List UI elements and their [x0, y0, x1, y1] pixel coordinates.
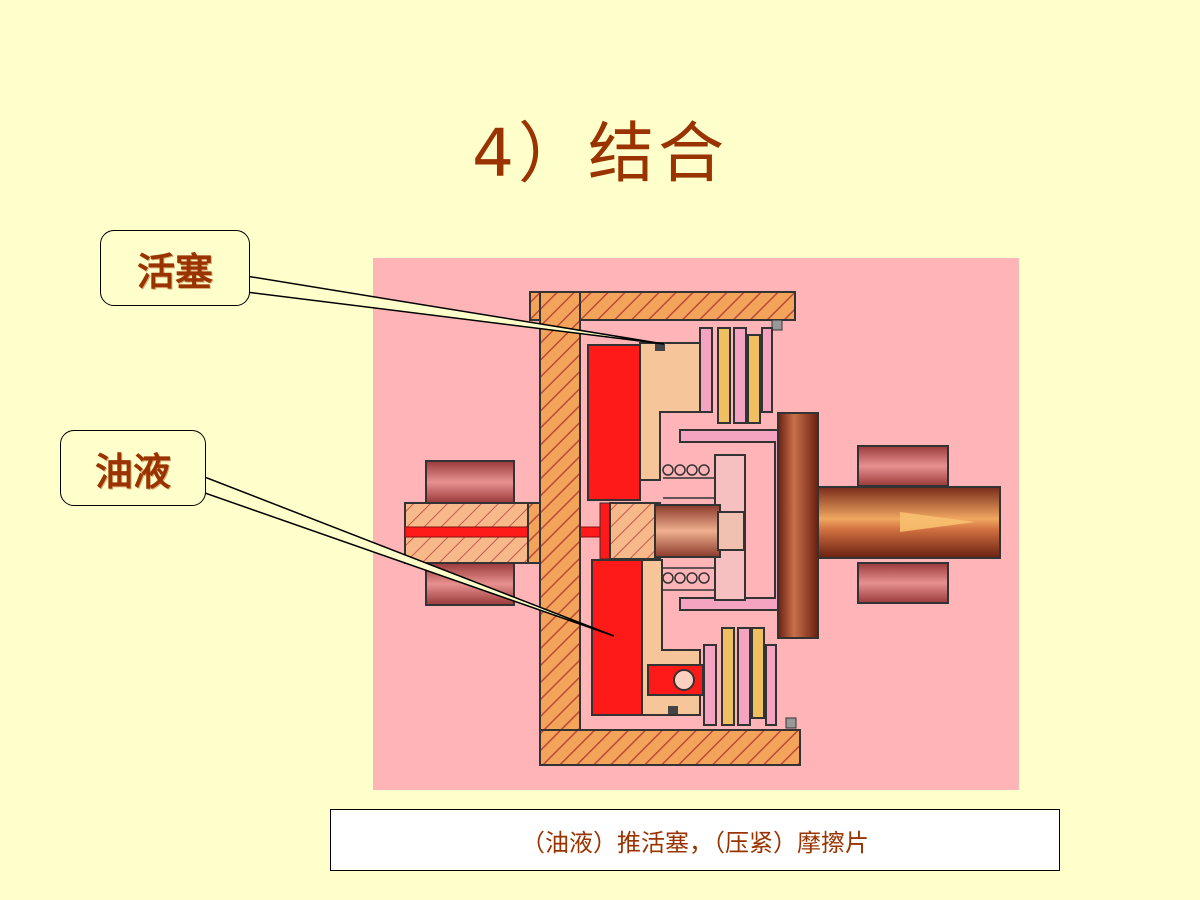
caption-box: （油液）推活塞，（压紧）摩擦片 — [330, 809, 1060, 871]
piston-label: 活塞 — [100, 230, 250, 306]
right-bearing-bottom — [857, 562, 949, 604]
return-springs-top — [662, 464, 715, 499]
friction-plate-top-5 — [761, 327, 773, 413]
housing-back-wall — [539, 291, 581, 766]
output-flange — [777, 412, 819, 639]
friction-plate-top-2 — [717, 327, 731, 424]
right-bearing-top — [857, 445, 949, 487]
friction-plate-top-1 — [699, 327, 713, 413]
left-bearing-top — [425, 460, 515, 504]
seal-right-top — [771, 319, 783, 331]
slide-title: 4）结合 — [472, 115, 728, 192]
friction-plate-bottom-2 — [721, 627, 735, 726]
friction-plate-bottom-5 — [765, 644, 777, 726]
oil-label: 油液 — [60, 430, 206, 506]
piston-hub — [609, 502, 661, 560]
seal-bottom — [668, 706, 678, 714]
seal-right-bottom — [785, 717, 797, 729]
seal-top — [655, 343, 665, 351]
center-hub — [654, 504, 721, 558]
caption-text: （油液）推活塞，（压紧）摩擦片 — [521, 828, 869, 857]
housing-bottom-lip — [539, 729, 801, 766]
oil-chamber-top — [587, 344, 641, 501]
friction-plate-bottom-3 — [737, 627, 751, 726]
friction-plate-top-3 — [733, 327, 747, 424]
friction-plate-top-4 — [747, 334, 761, 424]
center-hub-cap — [717, 511, 745, 551]
output-shaft-arrow — [900, 512, 975, 532]
return-springs-bottom — [662, 567, 715, 591]
oil-chamber-bottom — [591, 559, 643, 716]
friction-plate-bottom-4 — [751, 627, 765, 719]
friction-plate-bottom-1 — [703, 644, 717, 726]
check-valve-ball — [673, 669, 695, 691]
